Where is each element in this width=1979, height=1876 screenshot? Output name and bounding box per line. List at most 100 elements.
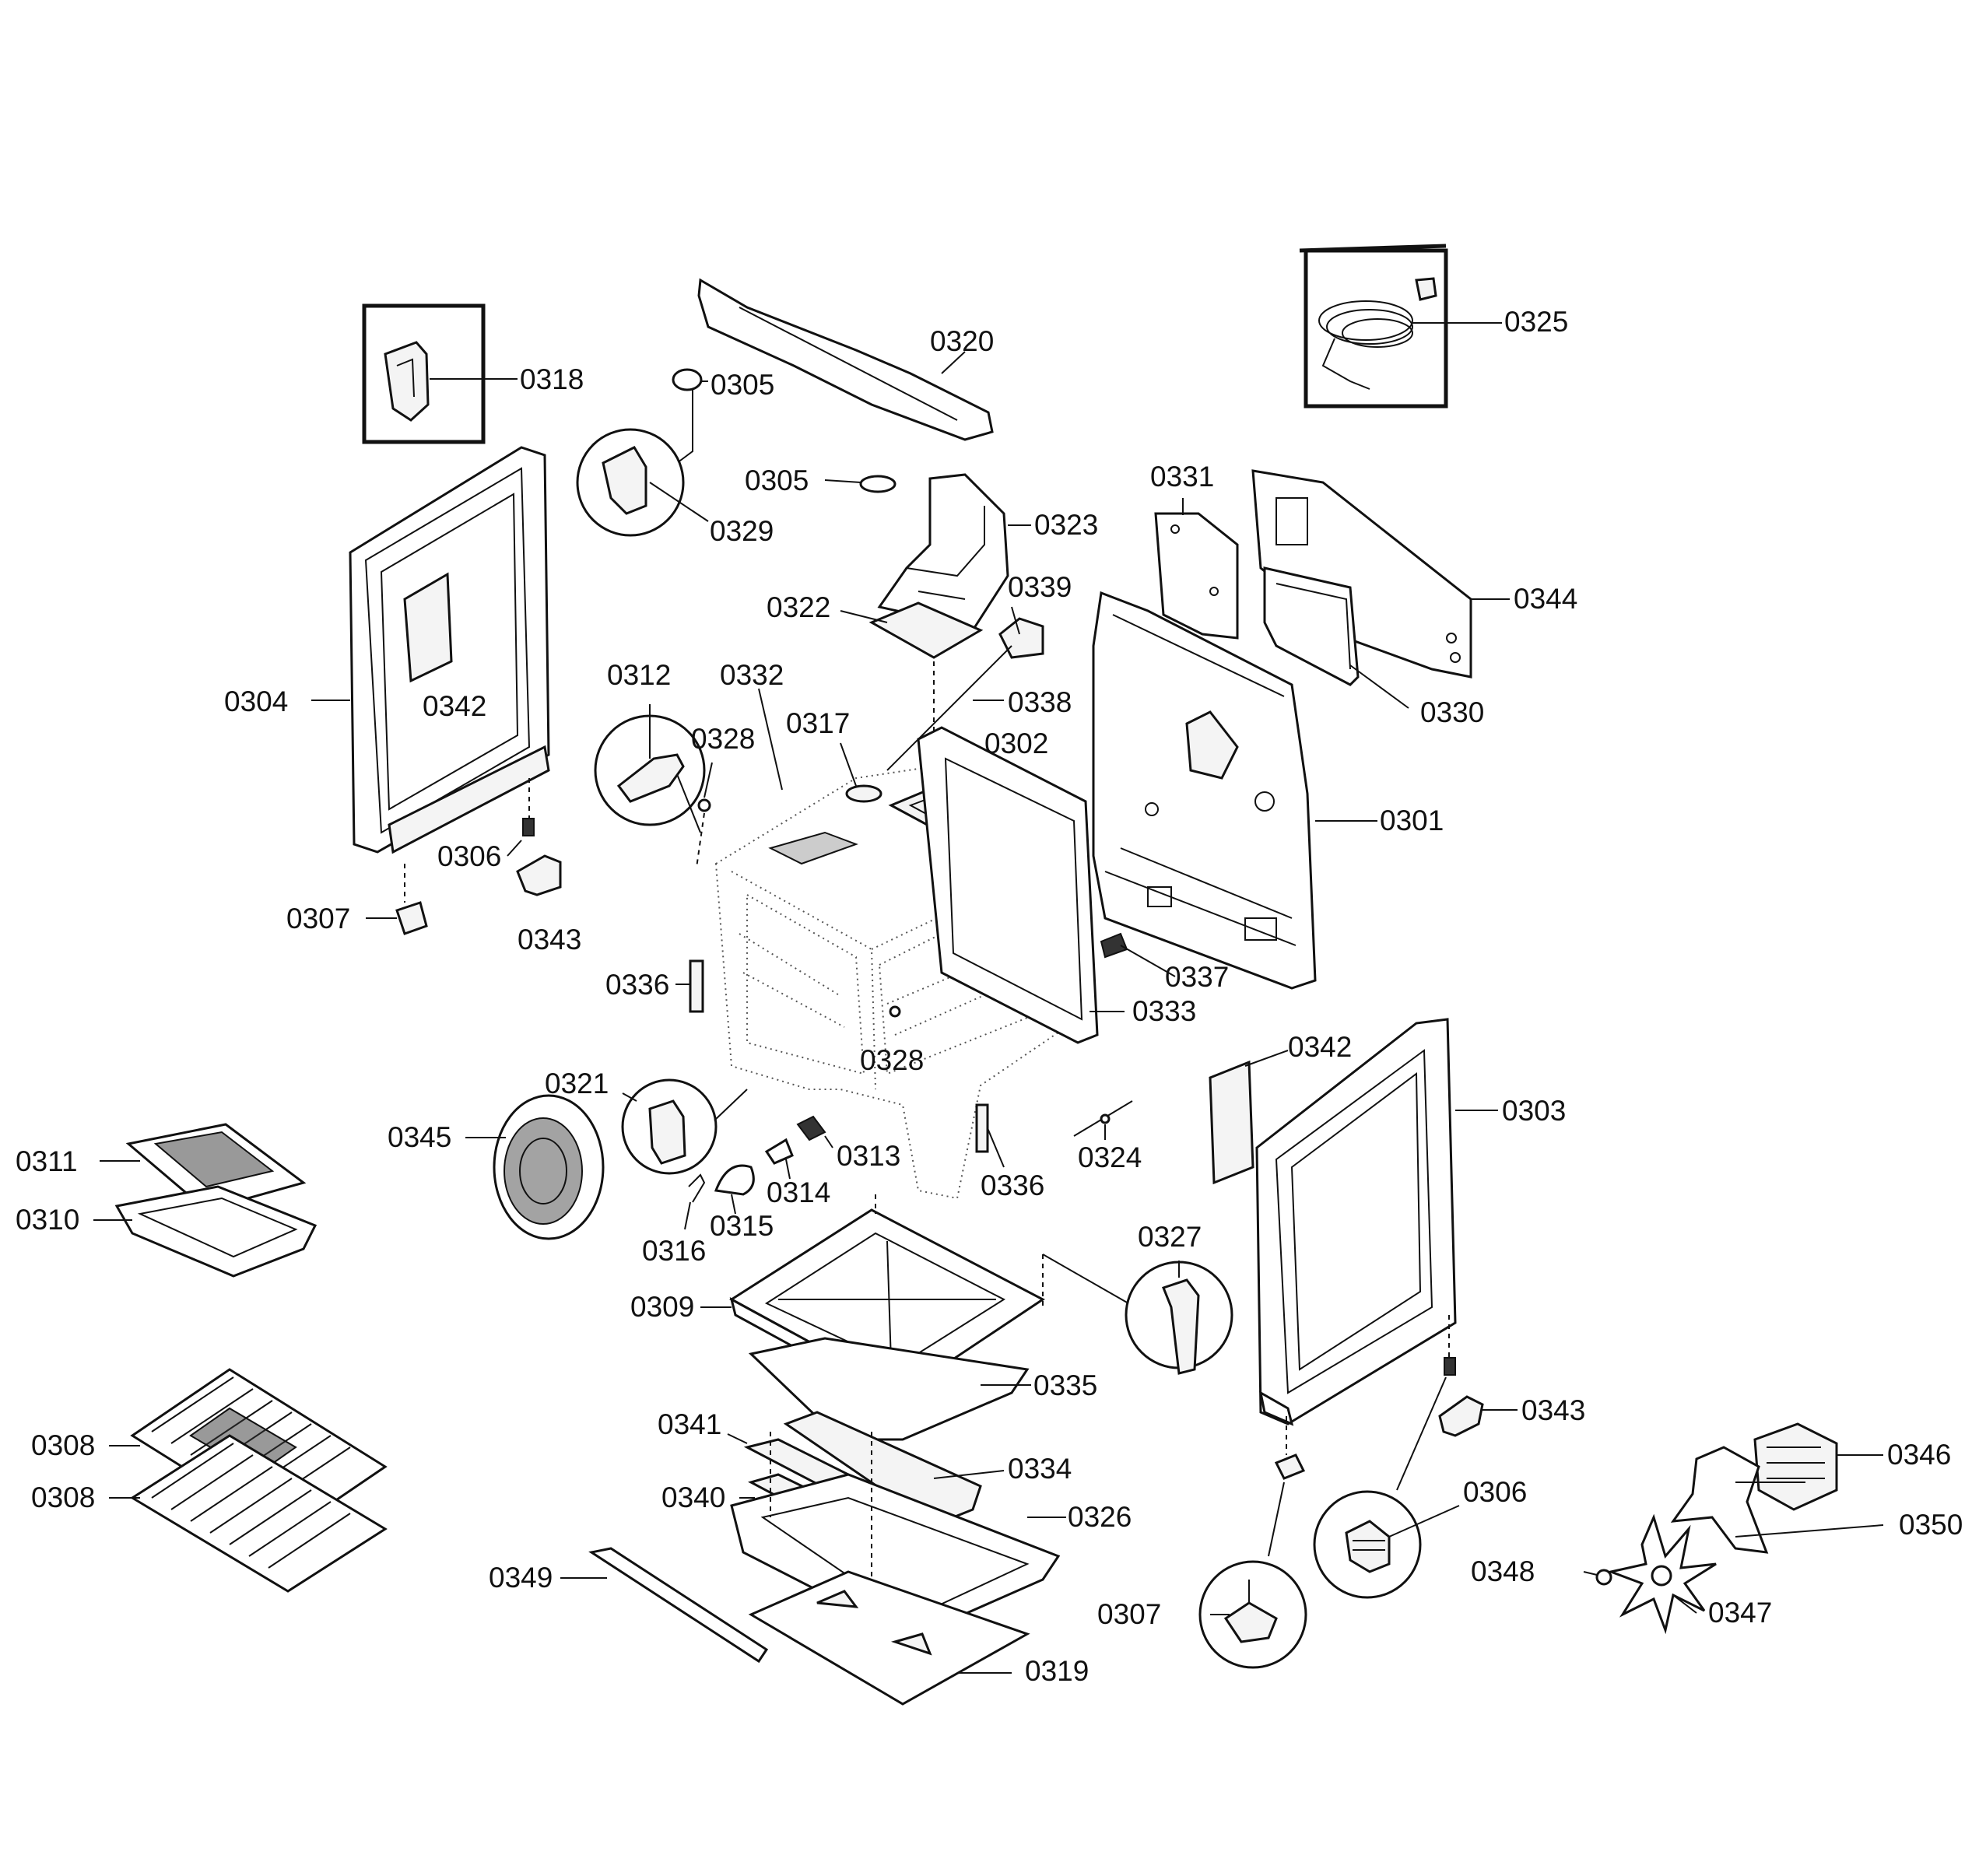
label-0312: 0312: [607, 659, 671, 691]
part-0321-detail-circle: [621, 1078, 748, 1175]
part-0331-back-plate: [1154, 498, 1239, 640]
label-0326: 0326: [1068, 1501, 1132, 1533]
label-0338: 0338: [1008, 686, 1072, 718]
part-0314-bulb: [764, 1138, 794, 1180]
label-0327: 0327: [1138, 1221, 1202, 1253]
part-0305-cap-middle: [824, 475, 897, 493]
part-0328-upper-fastener: [696, 762, 713, 868]
label-0323: 0323: [1034, 509, 1098, 541]
label-0337: 0337: [1165, 961, 1229, 993]
part-0315-lens-cover: [714, 1164, 755, 1215]
label-0310: 0310: [16, 1204, 79, 1236]
part-0329-detail-circle: [576, 428, 709, 537]
label-0319: 0319: [1025, 1655, 1089, 1687]
label-0328-upper: 0328: [691, 723, 755, 755]
label-0343-left: 0343: [518, 924, 581, 956]
label-0335: 0335: [1033, 1369, 1097, 1401]
label-0336-right: 0336: [981, 1169, 1044, 1201]
label-0305-mid: 0305: [745, 465, 809, 496]
part-0319-bottom-cover: [748, 1570, 1030, 1706]
part-0327-detail-circle: [1042, 1254, 1233, 1375]
part-0318-detail-box: [362, 303, 518, 444]
part-0336-right-bracket: [975, 1103, 1005, 1168]
label-0302: 0302: [984, 728, 1048, 759]
part-0345-fan-cover: [465, 1094, 605, 1240]
label-0306-right: 0306: [1463, 1476, 1527, 1508]
part-0330-back-bracket: [1263, 566, 1409, 709]
label-0320: 0320: [930, 325, 994, 357]
part-0325-detail-box: [1299, 244, 1502, 409]
label-0304: 0304: [224, 686, 288, 717]
label-0347: 0347: [1708, 1597, 1772, 1629]
label-0336-left: 0336: [605, 969, 669, 1001]
part-0306-left-screw: [507, 778, 535, 857]
label-0341: 0341: [658, 1408, 721, 1440]
part-0317-sensor: [840, 742, 882, 803]
label-0308-upper: 0308: [31, 1429, 95, 1461]
part-0307-right-foot: [1198, 1416, 1307, 1669]
label-0345: 0345: [388, 1121, 451, 1153]
part-0333-front-frame: [917, 726, 1125, 1044]
label-0324: 0324: [1078, 1141, 1142, 1173]
part-0323-vent-duct: [877, 473, 1031, 632]
part-0311-broil-grid: [100, 1123, 307, 1212]
part-0339-switch: [998, 606, 1044, 659]
part-0313-bulb-socket: [796, 1115, 833, 1148]
part-0303-right-side-panel: [1255, 1018, 1498, 1426]
callout-labels: 0318 0305 0320 0325 0305 0329 0323 0331 …: [16, 306, 1963, 1687]
label-0332: 0332: [720, 659, 784, 691]
label-0311: 0311: [16, 1145, 78, 1177]
label-0303: 0303: [1502, 1095, 1566, 1127]
part-0348-nut: [1583, 1569, 1612, 1586]
label-0316: 0316: [642, 1235, 706, 1267]
part-0322-plate: [840, 601, 984, 659]
part-0326-bottom-pan: [730, 1432, 1066, 1639]
label-0314: 0314: [767, 1176, 830, 1208]
part-0328-lower-fastener: [889, 1005, 901, 1018]
label-0342-right: 0342: [1288, 1031, 1352, 1063]
part-0349-kick-plate: [560, 1547, 769, 1664]
part-0304-left-side-panel: [311, 446, 550, 854]
label-0322: 0322: [767, 591, 830, 623]
label-0306-left: 0306: [437, 840, 501, 872]
part-0346-fan-motor: [1753, 1422, 1883, 1511]
part-0307-left-foot: [366, 864, 428, 935]
label-0325: 0325: [1504, 306, 1568, 338]
part-0320-top-bracket: [697, 278, 994, 441]
part-0310-broil-pan: [93, 1185, 318, 1278]
part-0336-left-bracket: [675, 959, 704, 1013]
label-0348: 0348: [1471, 1555, 1535, 1587]
part-0343-right-hinge: [1438, 1395, 1518, 1437]
part-0343-left-hinge: [516, 854, 562, 896]
label-0315: 0315: [710, 1210, 774, 1242]
part-0347-fan-blade: [1606, 1513, 1717, 1635]
label-0330: 0330: [1420, 696, 1484, 728]
part-0305-cap-top: [672, 368, 708, 464]
part-0342-right-bracket: [1209, 1050, 1289, 1185]
label-0307-left: 0307: [286, 903, 350, 934]
part-0306-right-screw: [1313, 1315, 1460, 1599]
label-0346: 0346: [1887, 1439, 1951, 1471]
part-0301-rear-panel: [1092, 591, 1377, 990]
label-0340: 0340: [661, 1482, 725, 1513]
label-0318: 0318: [520, 363, 584, 395]
label-0331: 0331: [1150, 461, 1214, 493]
part-0324-wire-clip: [1073, 1100, 1133, 1140]
label-0309: 0309: [630, 1291, 694, 1323]
label-0334: 0334: [1008, 1453, 1072, 1485]
label-0301: 0301: [1380, 805, 1444, 836]
label-0317: 0317: [786, 707, 850, 739]
label-0329: 0329: [710, 515, 774, 547]
label-0308-lower: 0308: [31, 1482, 95, 1513]
label-0349: 0349: [489, 1562, 553, 1594]
part-0316-clip: [684, 1173, 706, 1230]
label-0343-right: 0343: [1521, 1394, 1585, 1426]
part-0337-connector: [1100, 932, 1176, 977]
label-0342-left: 0342: [423, 690, 486, 722]
label-0350: 0350: [1899, 1509, 1963, 1541]
part-0350-motor-bracket: [1670, 1446, 1884, 1554]
label-0321: 0321: [545, 1068, 609, 1099]
label-0305-top: 0305: [711, 369, 774, 401]
label-0339: 0339: [1008, 571, 1072, 603]
part-0308-lower-rack: [109, 1434, 388, 1593]
